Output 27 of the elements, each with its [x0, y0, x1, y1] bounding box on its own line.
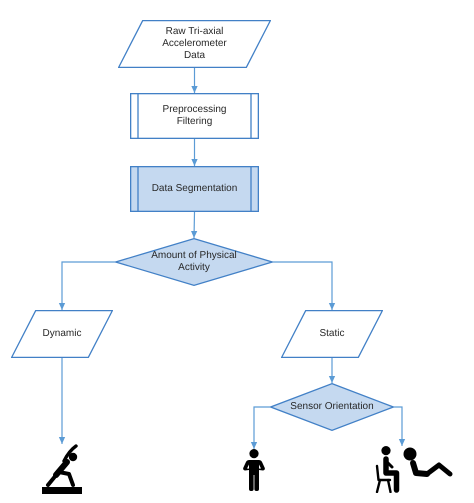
- node-label: Sensor Orientation: [290, 401, 374, 413]
- node-label: Data Segmentation: [152, 183, 238, 195]
- arrow: [328, 358, 336, 383]
- process-box: [130, 166, 259, 212]
- arrow: [191, 139, 198, 166]
- node-label: Amount of Physical Activity: [150, 250, 238, 274]
- decision-diamond: [115, 238, 273, 286]
- arrow: [58, 358, 66, 444]
- node-label: Dynamic: [42, 328, 82, 340]
- data-parallelogram: [11, 310, 113, 358]
- stretching-person-icon: [42, 444, 82, 494]
- sitting-person-icon: [374, 446, 401, 493]
- process-box: [130, 93, 259, 139]
- reclining-person-icon: [403, 447, 453, 479]
- node-label: Preprocessing Filtering: [162, 104, 228, 128]
- arrow: [273, 261, 336, 310]
- arrow: [191, 68, 198, 93]
- arrow: [394, 406, 406, 446]
- data-parallelogram: [118, 20, 271, 68]
- node-label: Raw Tri-axial Accelerometer Data: [161, 26, 228, 62]
- data-parallelogram: [281, 310, 383, 358]
- arrow: [190, 212, 198, 238]
- decision-diamond: [270, 383, 394, 431]
- arrow: [250, 406, 270, 449]
- node-label: Static: [319, 328, 344, 340]
- standing-person-icon: [243, 449, 265, 491]
- arrow: [58, 261, 115, 310]
